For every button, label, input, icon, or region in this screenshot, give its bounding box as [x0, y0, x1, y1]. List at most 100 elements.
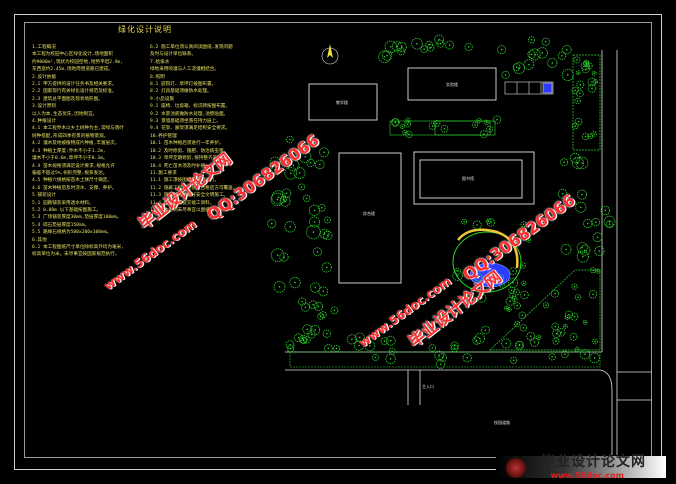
tree-icon — [452, 270, 463, 281]
tree-icon — [514, 320, 521, 327]
tree-icon — [501, 70, 510, 80]
notes-line: 及时与设计单位联系。 — [150, 52, 196, 58]
tree-icon — [571, 86, 579, 94]
inner-frame — [24, 22, 652, 458]
tree-icon — [385, 353, 396, 364]
building-labels: 教学楼 实验楼 综合楼 图书馆 主入口 校园道路 — [336, 81, 510, 425]
tree-icon — [298, 183, 306, 191]
tree-icon — [391, 118, 399, 126]
notes-line: 9.2 水景池底做防水处理,池壁贴面。 — [150, 111, 229, 117]
tree-icon — [353, 340, 365, 351]
tree-icon — [579, 244, 591, 256]
notes-line: 2.设计依据 — [32, 74, 56, 80]
tree-icon — [445, 40, 455, 50]
notes-title: 绿化设计说明 — [118, 25, 172, 34]
tree-icon — [557, 51, 566, 60]
tree-icon — [536, 334, 542, 340]
tree-icon — [579, 349, 591, 360]
tree-icon — [313, 301, 324, 312]
parking-strip — [504, 81, 554, 95]
notes-line: 11.1 施工须按图纸及规范进行。 — [150, 178, 219, 184]
tree-icon — [526, 331, 536, 341]
tree-icon — [420, 45, 428, 53]
outer-frame — [14, 14, 662, 470]
tree-icon — [388, 347, 396, 355]
tree-icon — [515, 341, 525, 351]
tree-icon — [527, 36, 536, 44]
tree-icon — [472, 122, 479, 129]
tree-icon — [603, 215, 616, 228]
notes-line: 10.2 及时修剪、施肥、防治病虫害。 — [150, 148, 229, 154]
tree-icon — [512, 63, 521, 72]
tree-icon — [310, 282, 321, 293]
tree-icon — [450, 341, 459, 350]
tree-icon — [576, 250, 589, 263]
notes-line: 树种搭配,形成四季有景的植物景观。 — [32, 133, 109, 139]
tree-icon — [324, 216, 332, 224]
tree-icon — [289, 276, 301, 289]
tree-icon — [303, 336, 311, 344]
tree-icon — [586, 62, 593, 69]
tree-icon — [324, 344, 333, 353]
notes-line: 5.4 碎石垫层厚度150mm。 — [32, 222, 90, 228]
tree-icon — [513, 302, 521, 310]
tree-icon — [561, 68, 574, 81]
tree-icon — [476, 118, 482, 124]
tree-icon — [575, 156, 589, 170]
design-notes-column-1: 1.工程概况 本工程为校园中心区绿化设计,场地面积 约9000m²,现状为校园空… — [32, 44, 272, 259]
tree-icon — [372, 353, 379, 361]
tree-icon — [479, 130, 488, 139]
tree-icon — [433, 119, 441, 127]
notes-line: 2.2 国家现行有关绿化设计规范及标准。 — [32, 89, 117, 95]
tree-icon — [547, 57, 558, 68]
tree-icon — [574, 346, 580, 352]
tree-icon — [299, 337, 307, 345]
notes-line: 7.给排水 — [150, 59, 170, 65]
tree-icon — [560, 158, 569, 167]
tree-icon — [434, 350, 445, 361]
footer-logo-text: 毕业设计论文网 — [541, 454, 646, 470]
tree-icon — [399, 123, 405, 130]
tree-icon — [319, 311, 327, 319]
tree-icon — [589, 352, 600, 364]
tree-icon — [591, 70, 597, 76]
roads — [285, 50, 652, 455]
tree-icon — [560, 244, 572, 255]
notes-line: 5.5 路缘石规格为500x200x100mm。 — [32, 230, 112, 236]
tree-icon — [573, 56, 581, 64]
tree-icon — [504, 305, 509, 311]
tree-icon — [520, 290, 529, 300]
tree-icon — [564, 315, 570, 321]
tree-icon — [454, 267, 461, 275]
tree-icon — [526, 237, 532, 243]
north-arrow-icon — [321, 44, 339, 65]
notes-line: 2.1 甲方提供的设计任务书及相关要求。 — [32, 82, 117, 88]
notes-line: 9.小品设施 — [150, 96, 174, 102]
tree-icon — [293, 167, 306, 179]
tree-icon — [510, 356, 518, 364]
tree-icon — [571, 283, 578, 290]
tree-icon — [270, 192, 285, 207]
tree-icon — [587, 133, 594, 140]
notes-line: 4.6 苗木种植后及时浇水、支撑、养护。 — [32, 185, 117, 191]
tree-icon — [481, 325, 490, 335]
tree-icon — [582, 319, 588, 325]
tree-icon — [309, 216, 321, 228]
tree-icon — [321, 262, 332, 273]
tree-icon — [576, 242, 588, 254]
tree-icon — [269, 156, 281, 168]
tree-icon — [397, 47, 406, 56]
notes-line: 10.3 草坪定期修剪,保持整齐美观。 — [150, 156, 227, 162]
tree-icon — [461, 218, 468, 225]
tree-icon — [552, 337, 560, 345]
tree-icon — [508, 277, 519, 288]
notes-line: 东西宽约2.45m,场地周围道路已建成。 — [32, 67, 113, 73]
building-1 — [308, 83, 378, 121]
notes-line: 5.2 0.00m 以下基础按图施工。 — [32, 207, 102, 213]
notes-line: 8.照明 — [150, 74, 165, 80]
tree-icon — [542, 302, 550, 309]
tree-icon — [411, 37, 423, 50]
building-4-label: 图书馆 — [462, 175, 474, 181]
